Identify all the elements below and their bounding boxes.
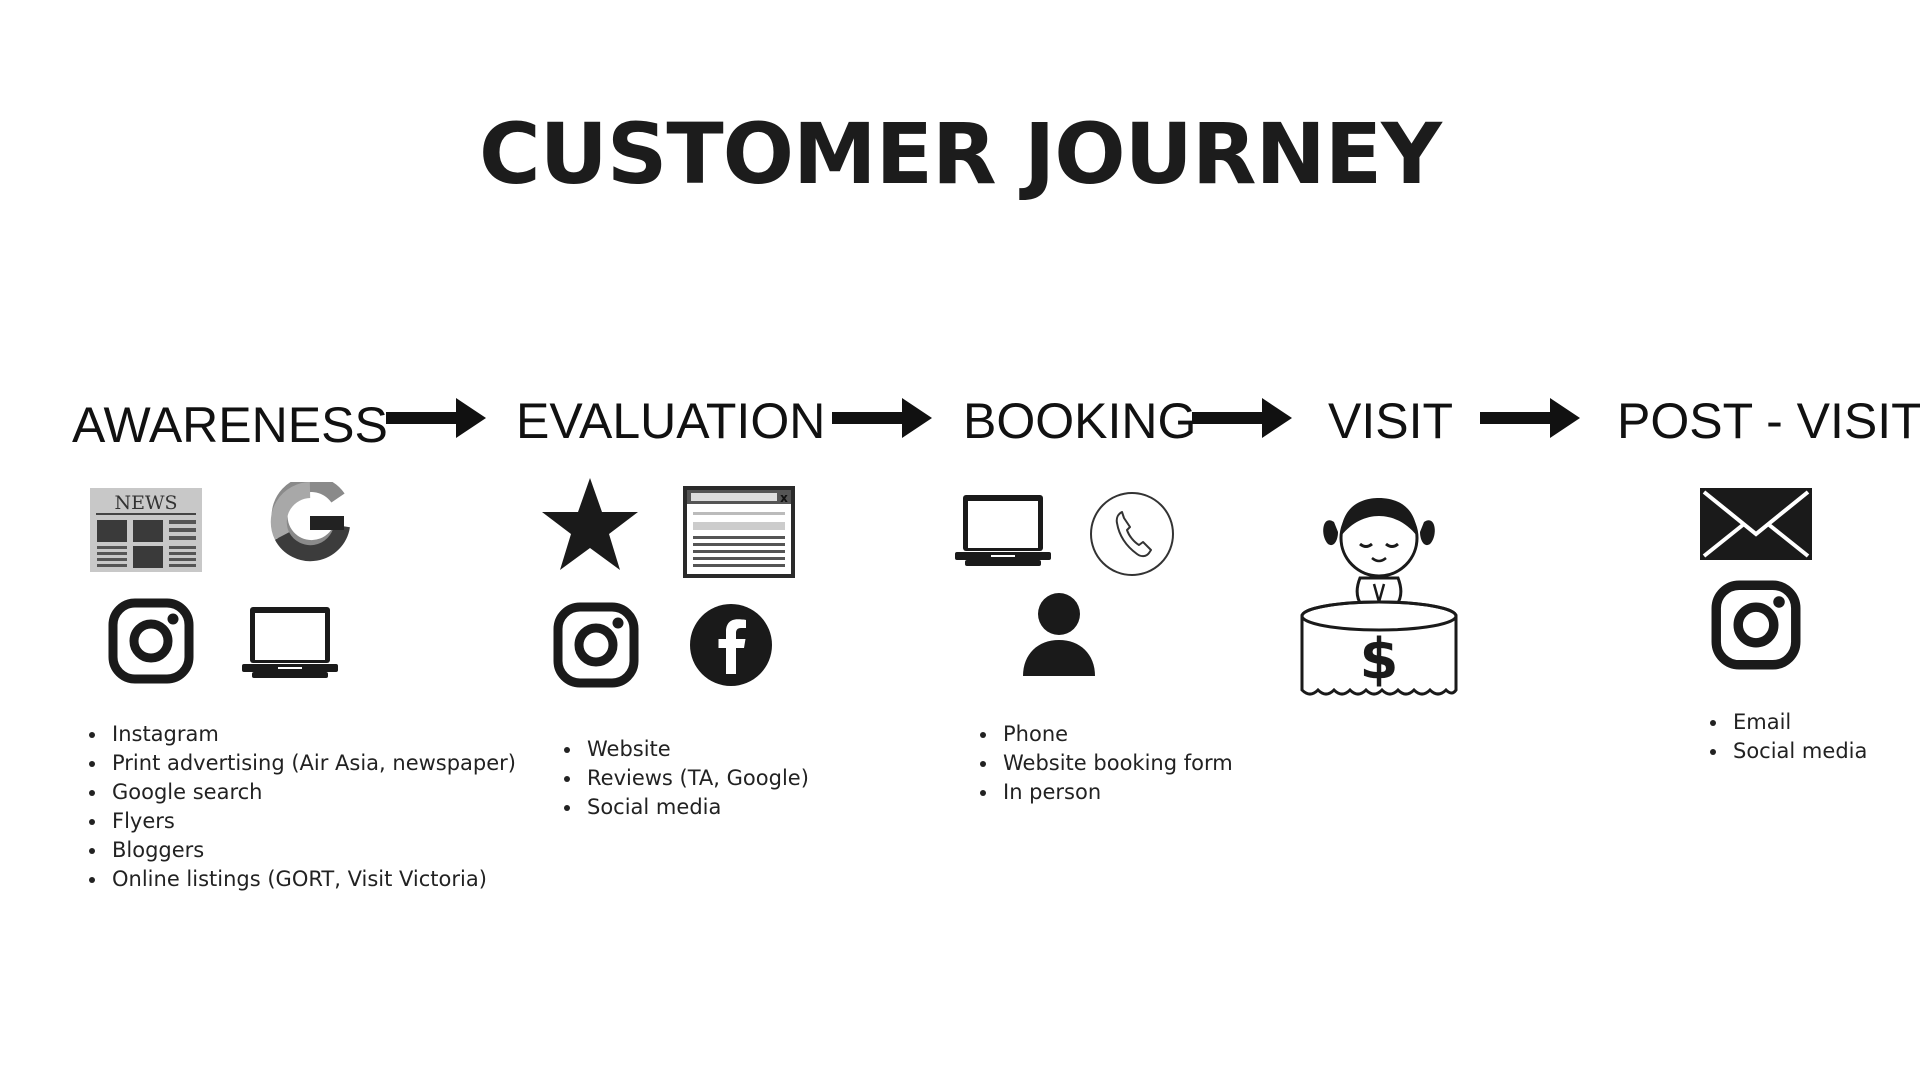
instagram-icon [553, 602, 639, 688]
facebook-icon [690, 604, 772, 686]
list-item: In person [999, 778, 1233, 807]
booking-channel-list: Phone Website booking form In person [965, 720, 1233, 807]
list-item: Instagram [108, 720, 516, 749]
instagram-icon [1711, 580, 1801, 670]
list-item: Website booking form [999, 749, 1233, 778]
stage-visit-label: VISIT [1328, 393, 1454, 449]
arrow-icon [386, 398, 486, 438]
evaluation-channel-list: Website Reviews (TA, Google) Social medi… [549, 735, 809, 822]
list-item: Google search [108, 778, 516, 807]
list-item: Print advertising (Air Asia, newspaper) [108, 749, 516, 778]
web-page-icon: x [683, 486, 795, 578]
person-icon [1023, 593, 1095, 676]
laptop-icon [955, 495, 1051, 566]
girl-at-counter-icon: $ [1300, 498, 1458, 696]
envelope-icon [1700, 488, 1812, 560]
post-visit-channel-list: Email Social media [1695, 708, 1867, 766]
svg-text:NEWS: NEWS [114, 492, 177, 514]
list-item: Social media [583, 793, 809, 822]
stage-awareness-label: AWARENESS [72, 397, 388, 453]
arrow-icon [1192, 398, 1292, 438]
star-icon [542, 478, 638, 570]
google-icon [270, 482, 350, 562]
svg-text:x: x [780, 491, 788, 505]
list-item: Flyers [108, 807, 516, 836]
arrow-icon [1480, 398, 1580, 438]
svg-text:$: $ [1360, 627, 1399, 692]
page-title: CUSTOMER JOURNEY [478, 105, 1442, 203]
list-item: Bloggers [108, 836, 516, 865]
stage-post-visit-label: POST - VISIT [1617, 393, 1920, 449]
stage-booking-label: BOOKING [963, 393, 1197, 449]
laptop-icon [242, 607, 338, 678]
newspaper-icon: NEWS [90, 488, 202, 572]
awareness-channel-list: Instagram Print advertising (Air Asia, n… [74, 720, 516, 894]
list-item: Email [1729, 708, 1867, 737]
stage-evaluation-label: EVALUATION [516, 393, 826, 449]
list-item: Online listings (GORT, Visit Victoria) [108, 865, 516, 894]
phone-icon [1090, 492, 1174, 576]
list-item: Phone [999, 720, 1233, 749]
list-item: Reviews (TA, Google) [583, 764, 809, 793]
list-item: Website [583, 735, 809, 764]
instagram-icon [108, 598, 194, 684]
arrow-icon [832, 398, 932, 438]
list-item: Social media [1729, 737, 1867, 766]
